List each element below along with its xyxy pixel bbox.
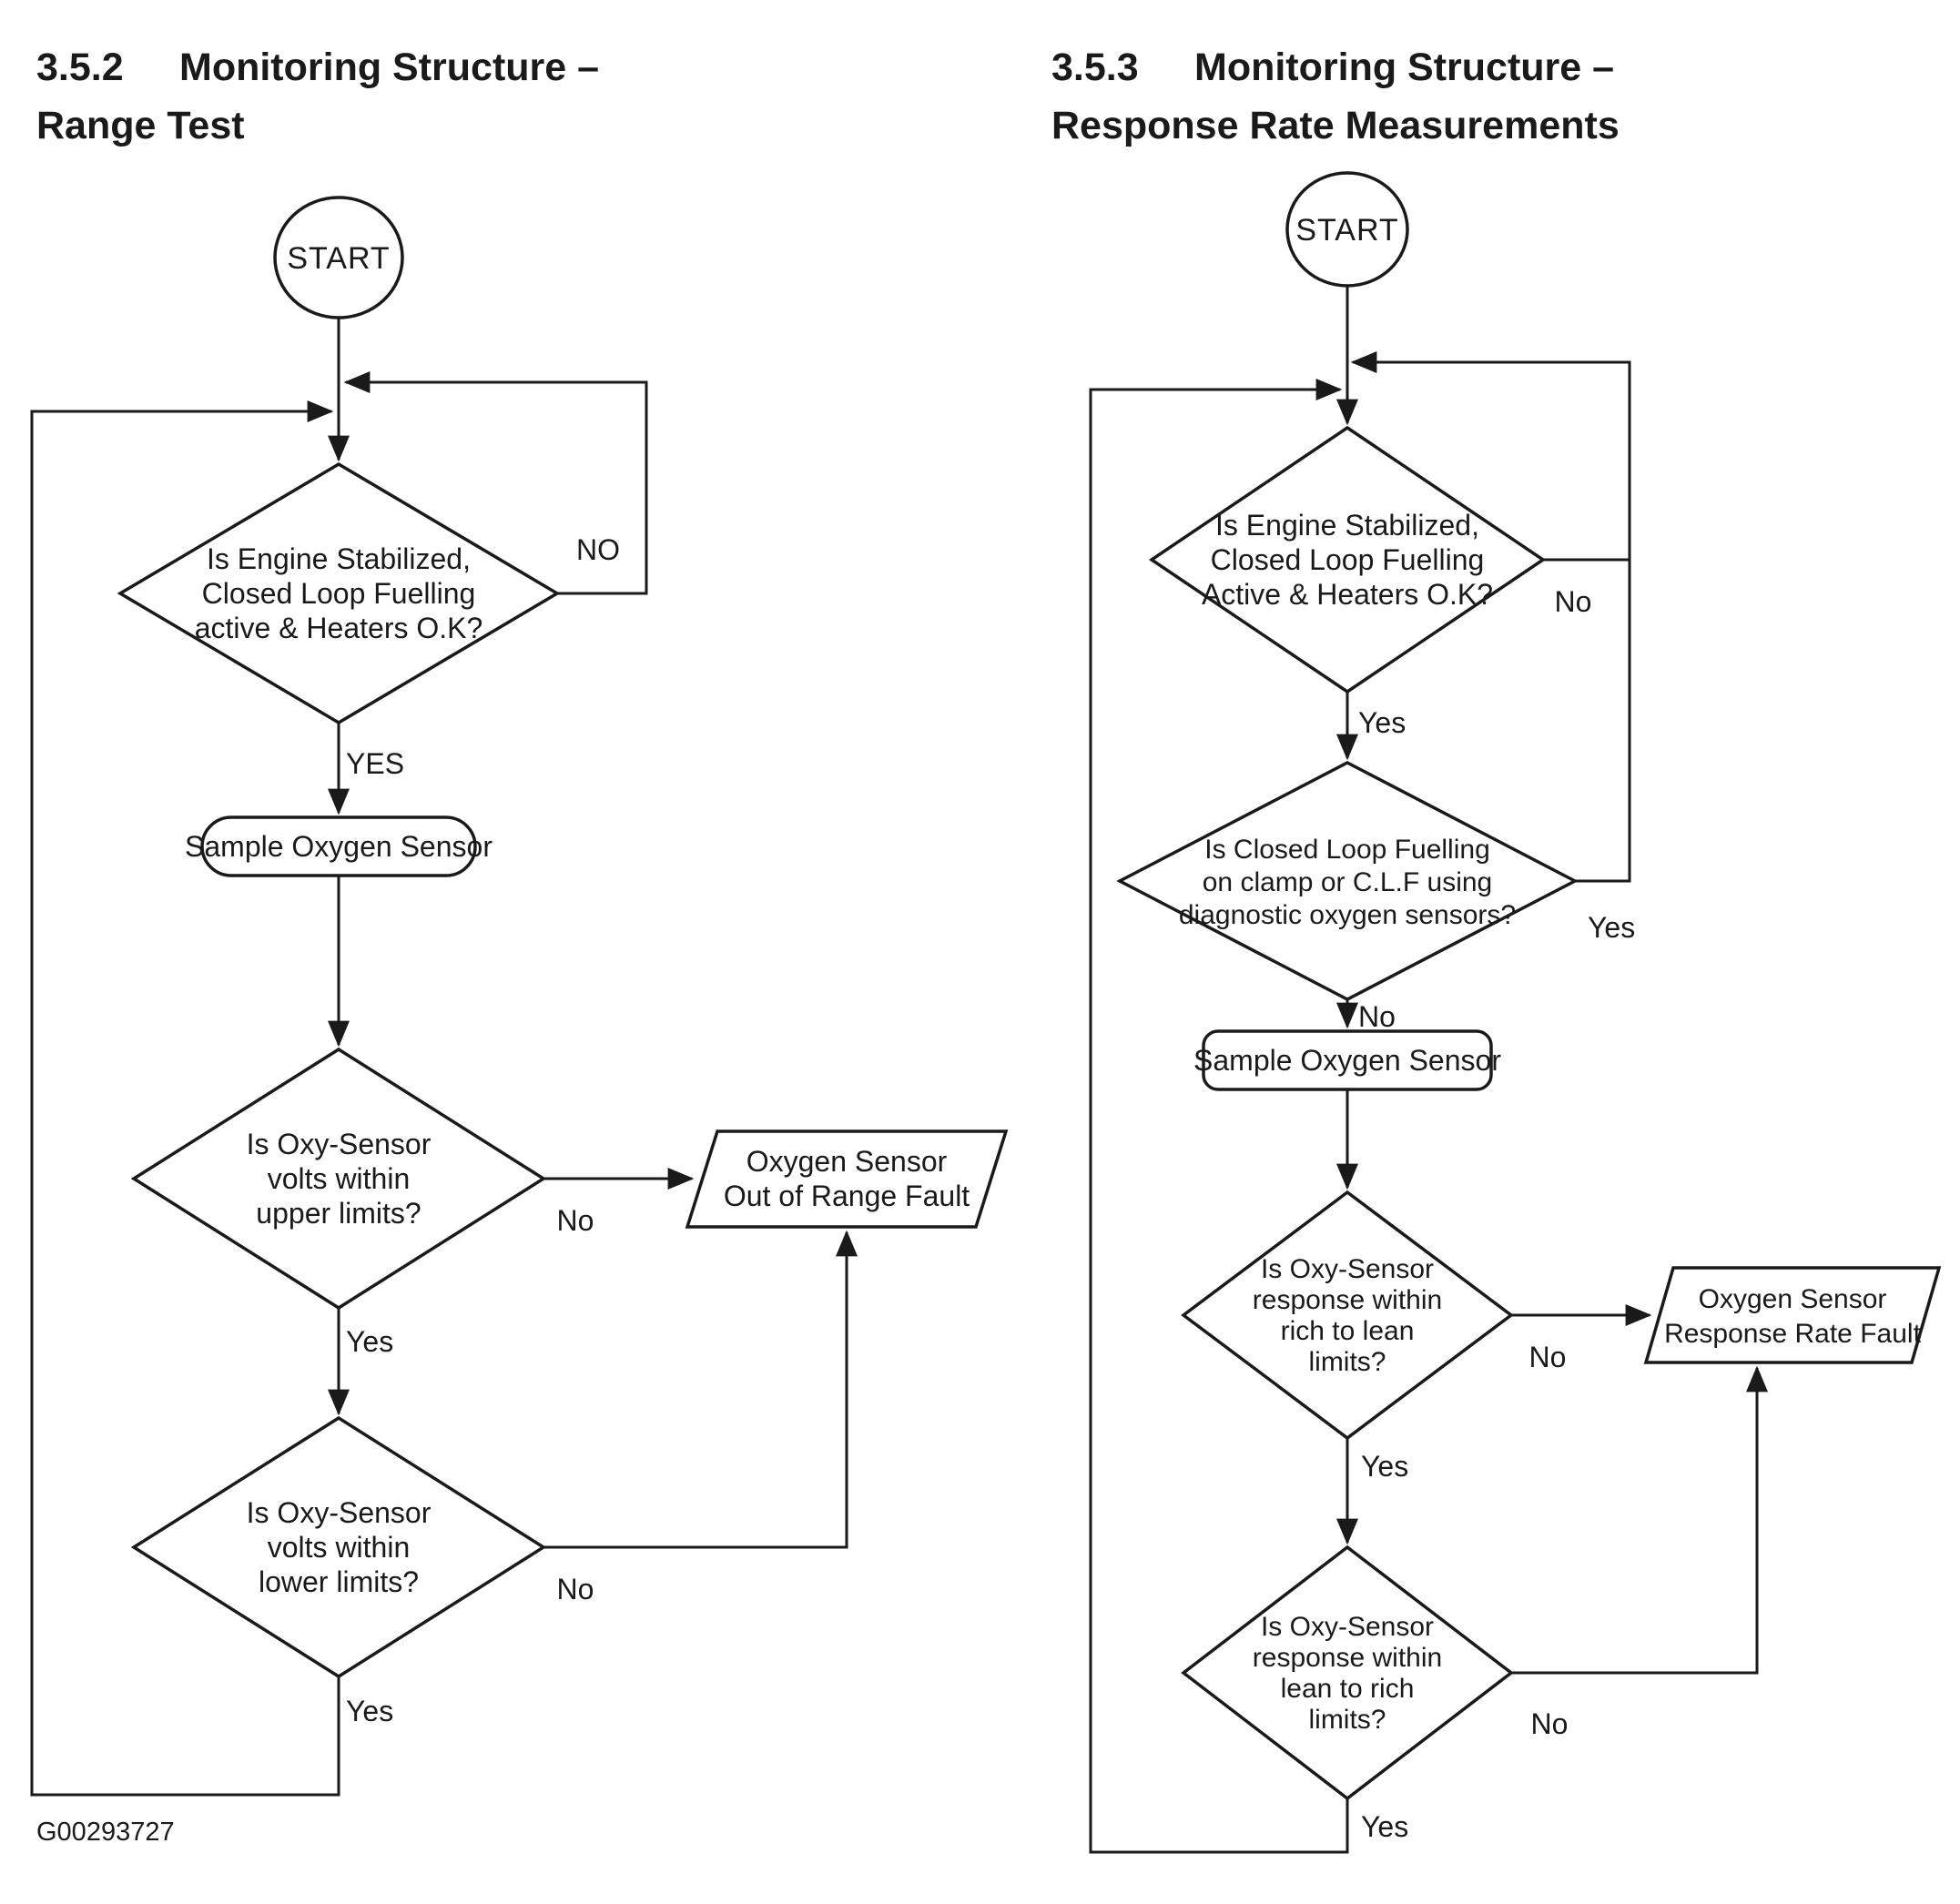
no-branch-label-rd1: No: [1555, 585, 1592, 618]
edge-yes-feedback-loop-right: [1089, 379, 1349, 1854]
yes-branch-label-rd1: Yes: [1358, 706, 1406, 739]
output-response-rate-line2: Response Rate Fault: [1664, 1319, 1921, 1349]
no-branch-label-rd2: No: [1358, 1000, 1396, 1033]
decision-engine-stabilized-right-line2: Closed Loop Fuelling: [1211, 543, 1485, 576]
decision-lean-to-rich-line2: response within: [1253, 1643, 1442, 1673]
decision-volts-lower-line1: Is Oxy-Sensor: [247, 1496, 432, 1529]
edge-decision4-no-to-fault-right: [1511, 1365, 1768, 1675]
start-label: START: [287, 241, 390, 276]
yes-branch-label-rd2: Yes: [1588, 911, 1635, 944]
output-response-rate-fault: [1643, 1266, 1942, 1364]
decision-rich-to-lean: [1181, 1190, 1514, 1441]
section-title-left-line2: Range Test: [36, 104, 245, 147]
decision-rich-to-lean-line3: rich to lean: [1281, 1316, 1415, 1346]
edge-no-loop-return: [343, 371, 648, 595]
section-number-right: 3.5.3: [1051, 46, 1139, 89]
process-sample-oxygen-sensor-right-label: Sample Oxygen Sensor: [1193, 1044, 1501, 1077]
decision-volts-upper-line1: Is Oxy-Sensor: [247, 1128, 432, 1160]
yes-branch-label-d2: Yes: [346, 1325, 393, 1358]
yes-branch-label-d1: YES: [346, 747, 404, 780]
decision-rich-to-lean-line1: Is Oxy-Sensor: [1261, 1254, 1434, 1284]
no-branch-label-rd4: No: [1531, 1707, 1569, 1740]
decision-volts-lower-line3: lower limits?: [259, 1565, 419, 1598]
section-title-right-line2: Response Rate Measurements: [1051, 104, 1620, 147]
decision-volts-lower-limits: [130, 1415, 547, 1679]
range-test-flowchart: 3.5.2 Monitoring Structure – Range Test …: [30, 46, 1009, 1847]
edge-right-loop-return: [1350, 351, 1631, 883]
no-branch-label-d2: No: [557, 1204, 594, 1237]
yes-branch-label-rd3: Yes: [1361, 1450, 1408, 1483]
decision-engine-stabilized-line1: Is Engine Stabilized,: [207, 542, 471, 575]
process-sample-oxygen-sensor-label: Sample Oxygen Sensor: [185, 830, 493, 863]
decision-rich-to-lean-line4: limits?: [1308, 1347, 1386, 1377]
output-response-rate-line1: Oxygen Sensor: [1699, 1284, 1887, 1314]
output-out-of-range-fault: [685, 1129, 1009, 1229]
decision-rich-to-lean-line2: response within: [1253, 1285, 1442, 1315]
yes-branch-label-d3: Yes: [346, 1695, 393, 1727]
section-title-right: Monitoring Structure –: [1194, 46, 1614, 89]
output-out-of-range-line1: Oxygen Sensor: [746, 1145, 948, 1178]
decision-engine-stabilized-line2: Closed Loop Fuelling: [202, 577, 476, 610]
decision-lean-to-rich: [1181, 1544, 1514, 1801]
decision-clf-clamp-line1: Is Closed Loop Fuelling: [1204, 835, 1490, 865]
decision-volts-lower-line2: volts within: [268, 1531, 411, 1564]
response-rate-flowchart: 3.5.3 Monitoring Structure – Response Ra…: [1051, 46, 1942, 1854]
decision-clf-clamp-line2: on clamp or C.L.F using: [1203, 867, 1492, 897]
decision-volts-upper-line3: upper limits?: [256, 1197, 421, 1230]
decision-volts-upper-line2: volts within: [268, 1162, 411, 1195]
edge-yes-feedback-loop: [30, 400, 340, 1797]
decision-engine-stabilized-right-line3: Active & Heaters O.K?: [1202, 578, 1493, 611]
decision-clf-clamp-line3: diagnostic oxygen sensors?: [1179, 900, 1516, 930]
section-title-left: Monitoring Structure –: [179, 46, 599, 89]
decision-engine-stabilized-right-line1: Is Engine Stabilized,: [1215, 509, 1479, 542]
start-label-right: START: [1295, 213, 1398, 248]
output-out-of-range-line2: Out of Range Fault: [724, 1180, 970, 1212]
figure-caption: G00293727: [36, 1818, 175, 1847]
decision-engine-stabilized-line3: active & Heaters O.K?: [195, 612, 483, 644]
no-branch-label-d3: No: [557, 1573, 594, 1605]
decision-lean-to-rich-line4: limits?: [1308, 1705, 1386, 1735]
section-number-left: 3.5.2: [36, 46, 124, 89]
yes-branch-label-rd4: Yes: [1361, 1810, 1408, 1843]
decision-lean-to-rich-line1: Is Oxy-Sensor: [1261, 1612, 1434, 1642]
decision-lean-to-rich-line3: lean to rich: [1281, 1674, 1415, 1704]
edge-decision3-no-to-fault: [543, 1230, 858, 1549]
no-branch-label-d1: NO: [576, 533, 620, 566]
no-branch-label-rd3: No: [1529, 1341, 1567, 1373]
